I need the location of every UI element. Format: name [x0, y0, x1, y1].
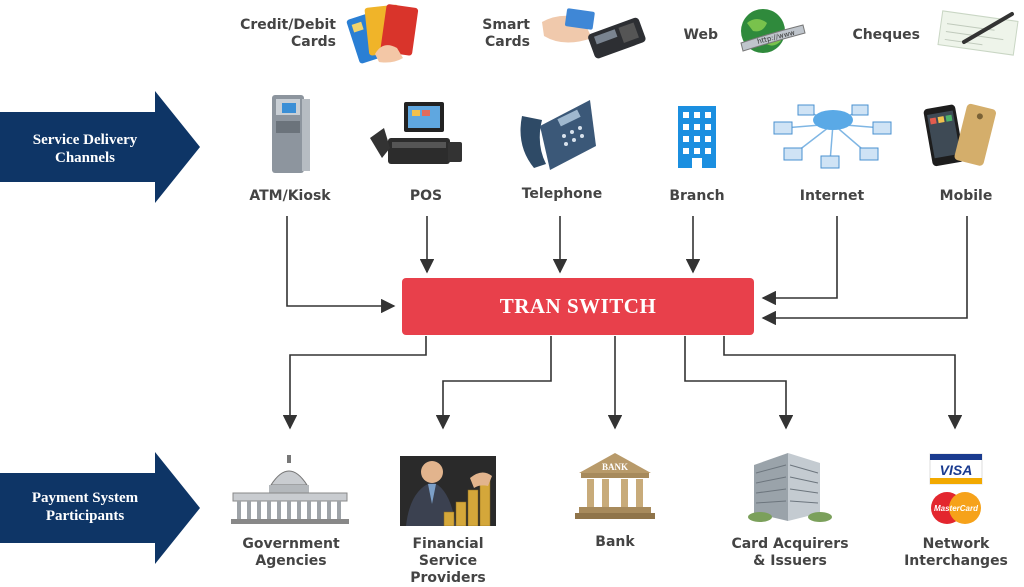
participant-label-bank: Bank — [595, 534, 635, 550]
connector-switch-to-card-acquirers — [684, 336, 794, 430]
channel-label-branch: Branch — [669, 188, 725, 204]
participant-label-line2: Interchanges — [904, 553, 1008, 569]
card-networks-icon: VISA MasterCard — [929, 453, 983, 524]
channel-label-pos: POS — [409, 188, 443, 204]
banner-line1: Payment System — [31, 490, 139, 506]
web-globe-icon: http://www — [740, 9, 806, 53]
mastercard-logo-text: MasterCard — [934, 504, 979, 513]
connector-atm-to-switch — [286, 216, 396, 314]
capitol-building-icon — [231, 455, 349, 524]
participant-label-line1: Financial — [412, 536, 484, 552]
connector-switch-to-network — [723, 336, 963, 430]
method-label-web: Web — [683, 27, 718, 43]
method-label-line1: Credit/Debit — [240, 17, 336, 33]
businessman-coins-icon — [400, 456, 496, 526]
participant-label-financial-service-providers: Financial Service Providers — [393, 536, 503, 587]
tran-switch-label: TRAN SWITCH — [499, 294, 657, 318]
banner-line2: Participants — [45, 508, 125, 524]
office-tower-icon — [748, 453, 832, 522]
participant-label-line1: Card Acquirers — [731, 536, 849, 552]
connector-internet-to-switch — [761, 216, 838, 306]
method-label-line2: Cards — [291, 34, 336, 50]
mobile-phone-icon — [923, 103, 996, 167]
connector-switch-to-government — [282, 336, 427, 430]
credit-cards-icon — [346, 4, 419, 64]
channel-label-internet: Internet — [799, 188, 865, 204]
participant-label-line3: Providers — [410, 570, 486, 586]
tran-switch-box: TRAN SWITCH — [402, 278, 754, 335]
method-label-smart-cards: Smart Cards — [470, 17, 530, 51]
payment-participants-banner — [0, 452, 200, 564]
smart-card-reader-icon — [542, 8, 646, 59]
service-delivery-banner — [0, 91, 200, 203]
payment-participants-banner-label: Payment System Participants — [10, 489, 160, 525]
channel-label-atm-kiosk: ATM/Kiosk — [249, 188, 331, 204]
participant-label-card-acquirers-issuers: Card Acquirers & Issuers — [722, 536, 858, 570]
visa-logo-text: VISA — [940, 462, 973, 478]
method-label-line2: Cards — [485, 34, 530, 50]
method-label-credit-debit-cards: Credit/Debit Cards — [236, 17, 336, 51]
participant-label-line1: Government — [242, 536, 340, 552]
channel-label-telephone: Telephone — [521, 186, 603, 202]
banner-line1: Service Delivery — [32, 132, 138, 148]
banner-arrow-shape — [0, 91, 200, 203]
bank-building-icon: BANK — [575, 453, 655, 519]
connector-mobile-to-switch — [761, 216, 968, 326]
pos-terminal-icon — [370, 102, 462, 164]
participant-label-line2: & Issuers — [753, 553, 827, 569]
method-label-cheques: Cheques — [852, 27, 920, 43]
banner-arrow-shape — [0, 452, 200, 564]
internet-network-icon — [773, 104, 892, 169]
channel-label-mobile: Mobile — [939, 188, 993, 204]
method-label-line1: Smart — [482, 17, 530, 33]
participant-label-line1: Network — [922, 536, 990, 552]
participant-label-line2: Agencies — [255, 553, 327, 569]
connector-switch-to-financial — [435, 336, 552, 430]
telephone-icon — [520, 100, 596, 170]
participant-label-line2: Service — [418, 553, 478, 569]
cheque-pen-icon — [937, 10, 1019, 56]
branch-building-icon — [678, 106, 716, 168]
service-delivery-banner-label: Service Delivery Channels — [10, 131, 160, 167]
bank-sign-text: BANK — [602, 462, 628, 472]
participant-label-network-interchanges: Network Interchanges — [895, 536, 1017, 570]
atm-icon — [272, 95, 310, 173]
participant-label-government-agencies: Government Agencies — [226, 536, 356, 570]
banner-line2: Channels — [54, 150, 116, 166]
